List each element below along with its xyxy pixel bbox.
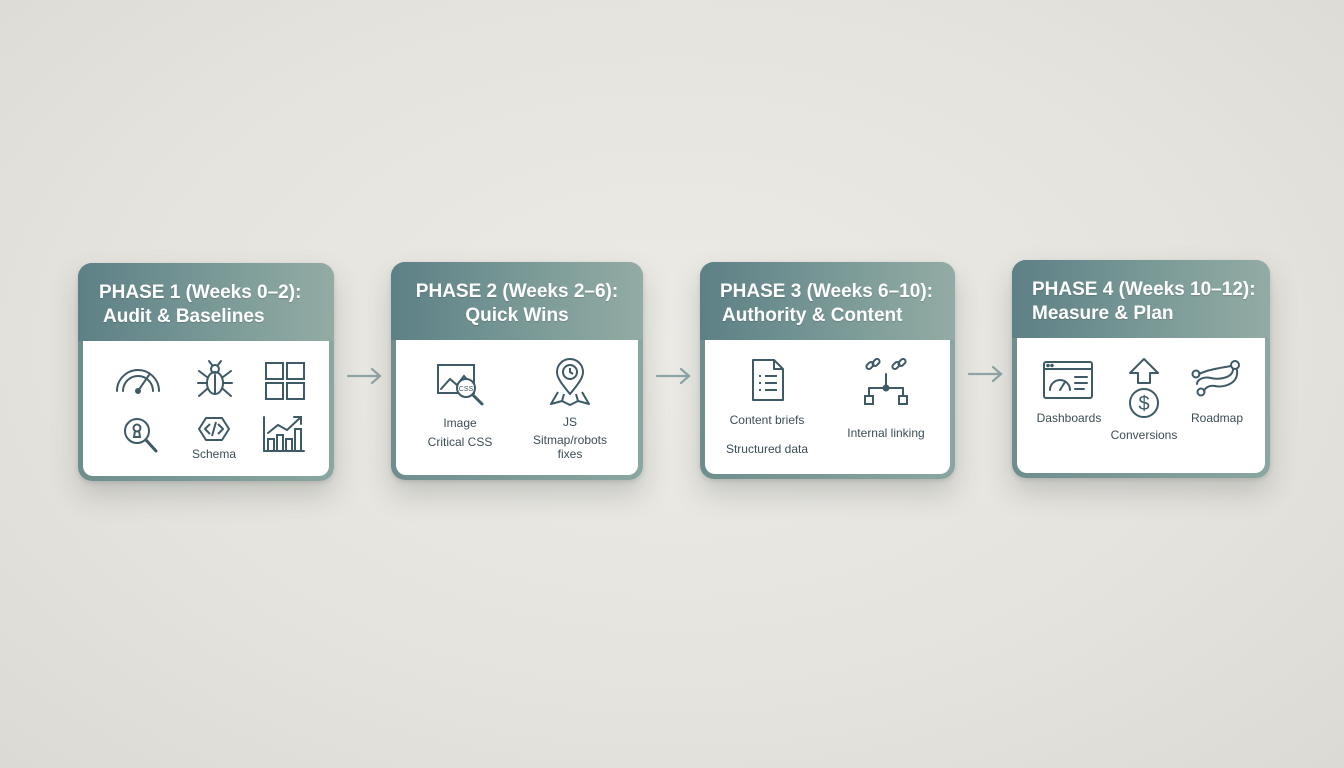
phase-4-title: PHASE 4 (Weeks 10–12): Measure & Plan: [1032, 278, 1270, 326]
phase-2-title-line1: PHASE 2 (Weeks 2–6):: [415, 281, 619, 302]
phase-3-title-line1: PHASE 3 (Weeks 6–10):: [720, 281, 933, 302]
flow-arrow-3: [967, 364, 1005, 389]
phase-1-title: PHASE 1 (Weeks 0–2): Audit & Baselines: [99, 281, 334, 329]
phase-2-title-line2: Quick Wins: [465, 305, 569, 326]
image-label: Image: [443, 416, 477, 430]
phase-2-card: PHASE 2 (Weeks 2–6): Quick Wins CSS Imag…: [391, 262, 643, 480]
phase-2-header: [391, 262, 643, 340]
conversion-dollar-icon: $: [1126, 356, 1162, 420]
critical-css-label: Critical CSS: [427, 435, 493, 449]
phase-1-header: [78, 263, 334, 341]
phase-2-body: CSS Image Critical CSS JS Sitmap/robots …: [396, 340, 638, 475]
link-network-icon: [863, 358, 909, 408]
phase-4-title-line2: Measure & Plan: [1032, 303, 1174, 324]
phase-1-body: Schema: [83, 341, 329, 476]
phase-4-card: PHASE 4 (Weeks 10–12): Measure & Plan Da…: [1012, 260, 1270, 478]
fixes-label: fixes: [557, 447, 583, 461]
grid-icon: [264, 361, 306, 401]
phase-4-body: Dashboards $ Conversions Roadmap: [1017, 338, 1265, 473]
dashboard-icon: [1042, 360, 1094, 400]
flow-arrow-1: [346, 366, 384, 391]
speedometer-icon: [113, 361, 163, 397]
phase-3-body: Content briefs Structured data Internal …: [705, 340, 950, 474]
content-briefs-label: Content briefs: [729, 413, 805, 427]
search-keyhole-icon: [121, 415, 161, 457]
phase-2-title: PHASE 2 (Weeks 2–6): Quick Wins: [391, 280, 643, 328]
phase-1-title-line2: Audit & Baselines: [103, 306, 265, 327]
svg-text:CSS: CSS: [459, 386, 474, 393]
phase-4-title-line1: PHASE 4 (Weeks 10–12):: [1032, 279, 1256, 300]
schema-label: Schema: [191, 447, 237, 461]
sitemap-label: Sitmap/robots: [532, 433, 608, 447]
phase-3-title-line2: Authority & Content: [722, 305, 903, 326]
document-icon: [750, 358, 786, 402]
phase-3-title: PHASE 3 (Weeks 6–10): Authority & Conten…: [720, 280, 955, 328]
phase-3-card: PHASE 3 (Weeks 6–10): Authority & Conten…: [700, 262, 955, 479]
image-css-icon: CSS: [436, 362, 488, 408]
structured-data-label: Structured data: [725, 442, 809, 456]
bar-chart-trend-icon: [261, 413, 307, 455]
roadmap-label: Roadmap: [1190, 411, 1244, 425]
js-label: JS: [562, 415, 577, 429]
svg-text:$: $: [1138, 393, 1149, 415]
phase-3-header: [700, 262, 955, 340]
phase-1-card: PHASE 1 (Weeks 0–2): Audit & Baselines: [78, 263, 334, 481]
map-pin-icon: [548, 358, 592, 408]
flow-arrow-2: [655, 366, 693, 391]
phase-4-header: [1012, 260, 1270, 338]
phase-1-title-line1: PHASE 1 (Weeks 0–2):: [99, 282, 302, 303]
roadmap-icon: [1189, 358, 1243, 400]
dashboards-label: Dashboards: [1036, 411, 1102, 425]
internal-linking-label: Internal linking: [847, 426, 925, 440]
schema-code-icon: [197, 415, 231, 443]
conversions-label: Conversions: [1110, 428, 1178, 442]
bug-icon: [195, 359, 235, 401]
